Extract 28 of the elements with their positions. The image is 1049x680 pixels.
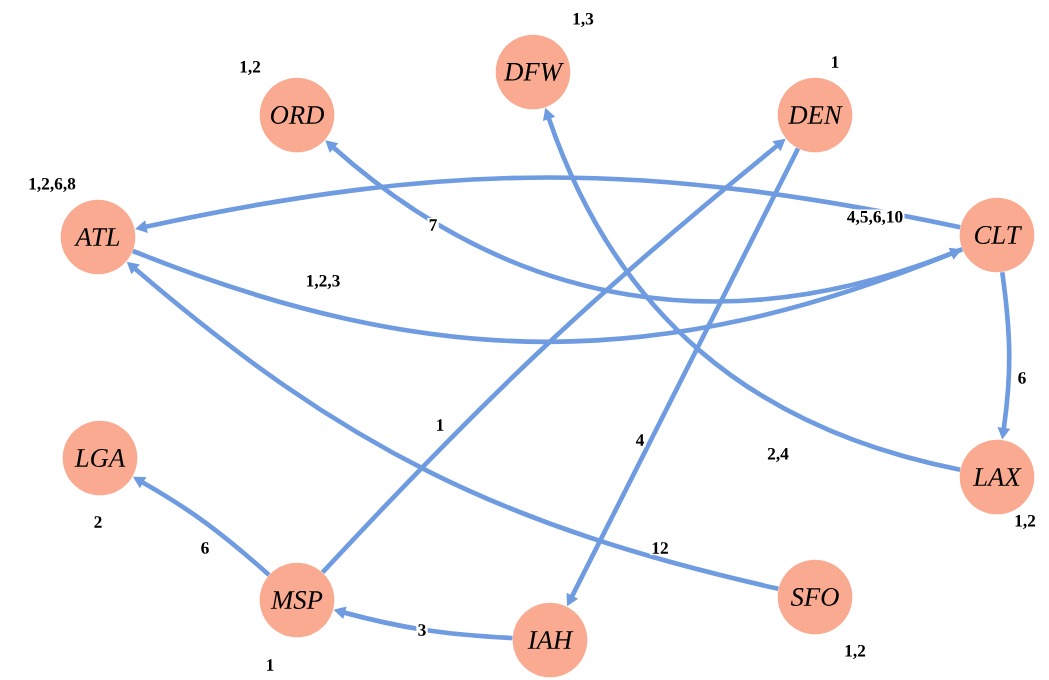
node-annotation: 1,2	[240, 60, 261, 76]
edge-label: 4	[634, 432, 646, 448]
node-annotation: 1	[832, 56, 839, 68]
edge-label: 1,2,3	[304, 273, 342, 291]
airport-node: CLT	[959, 197, 1035, 273]
node-annotation: 1,2	[1015, 514, 1036, 530]
edge-label: 7	[427, 218, 439, 232]
node-annotation: 1	[267, 659, 274, 671]
airport-node: ATL	[60, 199, 136, 275]
node-annotation: 1,3	[573, 12, 594, 28]
airport-node: LAX	[959, 439, 1035, 515]
airport-node: SFO	[777, 559, 853, 635]
edge-label: 12	[650, 540, 670, 556]
airport-node: MSP	[259, 562, 335, 638]
node-annotation: 1,2,6,8	[29, 177, 76, 193]
airport-node: IAH	[512, 602, 588, 678]
node-annotation: 1,2	[845, 644, 866, 660]
edge-label: 6	[199, 540, 211, 556]
airport-node: DEN	[777, 77, 853, 153]
edge-label: 3	[416, 622, 428, 638]
airport-node: ORD	[259, 77, 335, 153]
node-annotation: 2	[94, 516, 102, 528]
airport-node: LGA	[62, 420, 138, 496]
edge-label: 6	[1016, 370, 1028, 386]
edge-label: 1	[434, 417, 446, 433]
airport-node: DFW	[495, 34, 571, 110]
edge-label: 2,4	[765, 446, 791, 464]
edge-label: 4,5,6,10	[845, 209, 905, 227]
